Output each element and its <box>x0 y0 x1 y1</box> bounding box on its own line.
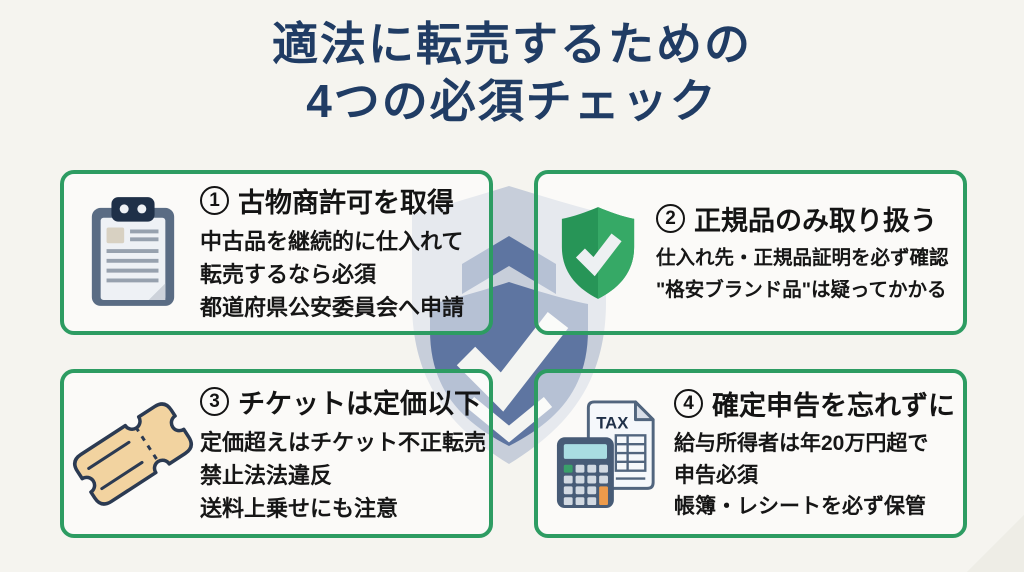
card-heading: 4 確定申告を忘れずに <box>674 384 955 423</box>
card-body: 定価超えはチケット不正転売 禁止法法違反 送料上乗せにも注意 <box>200 426 487 525</box>
shield-check-icon <box>548 203 648 303</box>
ticket-icon <box>73 401 193 506</box>
tax-label: TAX <box>596 413 628 432</box>
card-line: "格安ブランド品"は疑ってかかる <box>656 278 947 301</box>
number-badge: 1 <box>200 186 229 215</box>
card-line: 申告必須 <box>674 463 758 487</box>
clipboard-icon <box>74 193 192 313</box>
card-line: 仕入れ先・正規品証明を必ず確認 <box>656 247 949 270</box>
card-body: 給与所得者は年20万円超で 申告必須 帳簿・レシートを必ず保管 <box>674 428 951 523</box>
card-heading-text: 確定申告を忘れずに <box>712 391 955 422</box>
card-line: 都道府県公安委員会へ申請 <box>200 295 465 320</box>
tax-calculator-icon: TAX <box>548 396 666 512</box>
card-used-goods-license: 1 古物商許可を取得 中古品を継続的に仕入れて 転売するなら必須 都道府県公安委… <box>60 170 493 335</box>
title-line-2: 4つの必須チェック <box>306 75 718 128</box>
card-line: 中古品を継続的に仕入れて <box>200 229 464 254</box>
card-heading-text: 正規品のみ取り扱う <box>694 206 937 237</box>
card-heading-text: 古物商許可を取得 <box>238 188 454 218</box>
card-line: 定価超えはチケット不正転売 <box>200 430 487 455</box>
card-line: 給与所得者は年20万円超で <box>674 432 929 456</box>
page-title: 適法に転売するための 4つの必須チェック <box>0 16 1024 130</box>
card-line: 禁止法法違反 <box>200 463 333 488</box>
card-heading: 3 チケットは定価以下 <box>200 382 481 421</box>
card-heading-text: チケットは定価以下 <box>238 389 481 419</box>
card-line: 転売するなら必須 <box>200 262 377 287</box>
card-line: 帳簿・レシートを必ず保管 <box>674 495 926 519</box>
card-ticket-price: 3 チケットは定価以下 定価超えはチケット不正転売 禁止法法違反 送料上乗せにも… <box>60 369 493 538</box>
card-body: 仕入れ先・正規品証明を必ず確認 "格安ブランド品"は疑ってかかる <box>656 243 951 305</box>
card-heading: 2 正規品のみ取り扱う <box>656 199 951 238</box>
number-badge: 2 <box>656 204 685 234</box>
number-badge: 3 <box>200 387 229 416</box>
card-line: 送料上乗せにも注意 <box>200 496 399 521</box>
card-tax-filing: TAX <box>534 369 967 538</box>
card-genuine-products: 2 正規品のみ取り扱う 仕入れ先・正規品証明を必ず確認 "格安ブランド品"は疑っ… <box>534 170 967 335</box>
title-line-1: 適法に転売するための <box>272 18 752 70</box>
card-body: 中古品を継続的に仕入れて 転売するなら必須 都道府県公安委員会へ申請 <box>200 225 477 324</box>
card-heading: 1 古物商許可を取得 <box>200 181 477 220</box>
number-badge: 4 <box>674 389 703 419</box>
